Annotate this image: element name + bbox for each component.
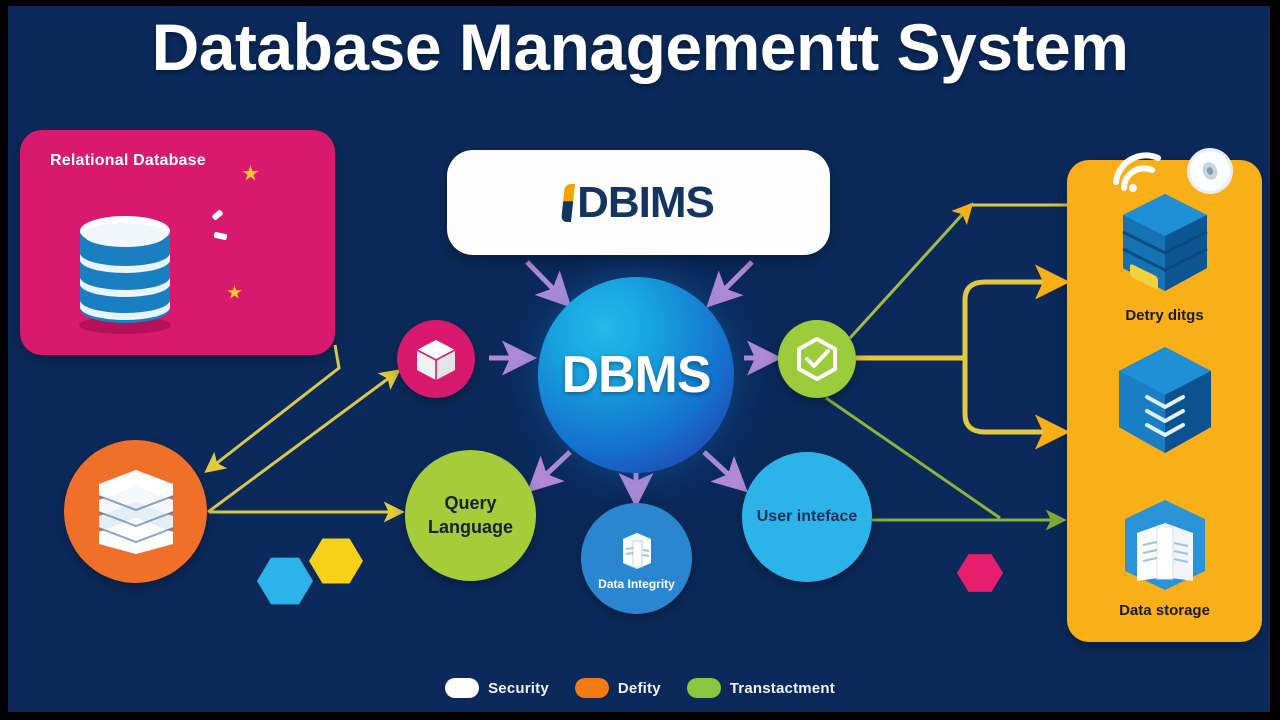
node-cube[interactable] — [397, 320, 475, 398]
storage-panel[interactable]: Detry ditgs — [1067, 160, 1262, 642]
data-cube-icon — [1118, 347, 1211, 453]
database-cylinder-icon — [79, 216, 171, 334]
storage-item[interactable]: Detry ditgs — [1067, 188, 1262, 324]
page-title: Database Managementt System — [151, 10, 1129, 84]
cube-icon — [416, 340, 456, 380]
archive-box-icon — [622, 532, 651, 569]
legend-label: Transtactment — [729, 679, 835, 697]
legend-item-transtactment[interactable]: Transtactment — [686, 678, 835, 698]
server-stack-icon — [98, 469, 173, 554]
legend-swatch — [445, 678, 480, 698]
hexagon-decoration-blue — [257, 557, 313, 605]
dbims-logo-text: DBIMS — [561, 177, 715, 228]
node-data-integrity[interactable]: Data Integrity — [581, 503, 692, 614]
letterbox-left — [0, 0, 8, 720]
node-user-interface-label: User inteface — [756, 508, 858, 525]
legend-item-defity[interactable]: Defity — [574, 678, 661, 698]
letterbox-top — [0, 0, 1280, 6]
legend-label: Defity — [617, 679, 661, 697]
hexagon-decoration-yellow — [309, 538, 363, 584]
storage-item-label: Detry ditgs — [1125, 307, 1204, 324]
wifi-signal-icon — [1113, 152, 1161, 192]
node-data-integrity-label: Data Integrity — [598, 576, 675, 591]
storage-item[interactable] — [1067, 343, 1262, 467]
shield-check-icon — [797, 337, 837, 381]
letterbox-right — [1270, 0, 1280, 720]
dbms-center-node[interactable]: DBMS — [538, 277, 734, 473]
legend-item-security[interactable]: Security — [445, 678, 549, 698]
disc-icon — [1187, 148, 1233, 194]
letterbox-bottom — [0, 712, 1280, 720]
node-server-stack[interactable] — [64, 440, 207, 583]
legend: Security Defity Transtactment — [0, 678, 1280, 698]
hexagon-decoration-pink — [957, 554, 1003, 592]
file-box-icon — [1124, 500, 1205, 590]
logo-bracket-icon — [561, 183, 576, 222]
legend-label: Security — [488, 679, 549, 697]
node-query-language[interactable]: Query Language — [405, 450, 536, 581]
legend-swatch — [686, 678, 721, 698]
relational-database-label: Relational Database — [50, 152, 206, 169]
node-query-language-label: Query Language — [427, 493, 513, 537]
server-rack-icon — [1121, 194, 1208, 291]
storage-item-label: Data storage — [1119, 602, 1210, 619]
node-shield-check[interactable] — [778, 320, 856, 398]
dbms-center-label: DBMS — [561, 346, 711, 404]
dbims-logo-card[interactable]: DBIMS — [447, 150, 830, 255]
storage-item[interactable]: Data storage — [1067, 497, 1262, 619]
legend-swatch — [574, 678, 609, 698]
dbims-logo-label: DBIMS — [577, 177, 715, 227]
relational-database-card[interactable]: Relational Database — [20, 130, 335, 355]
node-user-interface[interactable]: User inteface — [742, 452, 872, 582]
